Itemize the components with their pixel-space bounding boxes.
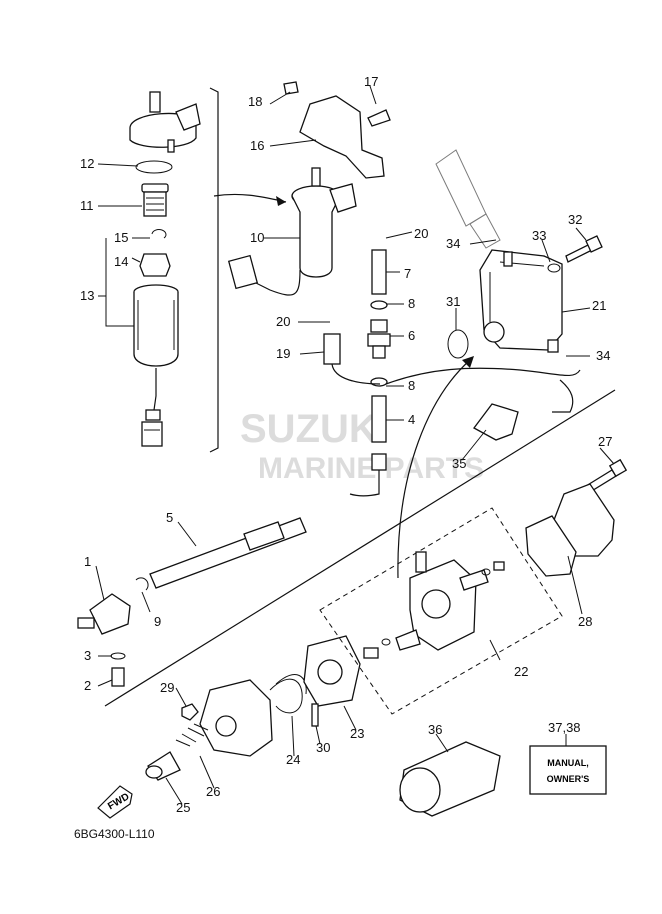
callout-15: 15 xyxy=(114,230,128,245)
callout-12: 12 xyxy=(80,156,94,171)
callout-8b: 8 xyxy=(408,378,415,393)
diagram-code: 6BG4300-L110 xyxy=(74,827,155,841)
callout-5: 5 xyxy=(166,510,173,525)
o-ring-31 xyxy=(447,329,469,359)
callout-17: 17 xyxy=(364,74,378,89)
cover-27-28 xyxy=(525,458,628,577)
manual-card: MANUAL, OWNER'S xyxy=(529,745,607,795)
fwd-arrow: FWD xyxy=(97,785,133,819)
callout-4: 4 xyxy=(408,412,415,427)
fuel-filter-assembly xyxy=(129,91,201,447)
callout-31: 31 xyxy=(446,294,460,309)
callout-16: 16 xyxy=(250,138,264,153)
watermark: SUZUKI MARINE PARTS xyxy=(240,407,484,485)
callout-7: 7 xyxy=(404,266,411,281)
watermark-brand: SUZUKI xyxy=(240,407,389,451)
callout-28: 28 xyxy=(578,614,592,629)
callout-8a: 8 xyxy=(408,296,415,311)
callout-20b: 20 xyxy=(276,314,290,329)
callout-14: 14 xyxy=(114,254,128,269)
callout-24: 24 xyxy=(286,752,300,767)
oil-injection-group xyxy=(77,517,361,781)
frame-lines xyxy=(104,87,616,707)
callout-3: 3 xyxy=(84,648,91,663)
clamp-35 xyxy=(473,403,519,441)
callout-13: 13 xyxy=(80,288,94,303)
bolt-32 xyxy=(547,235,603,273)
callout-32: 32 xyxy=(568,212,582,227)
watermark-subtitle: MARINE PARTS xyxy=(258,452,484,485)
callout-2: 2 xyxy=(84,678,91,693)
callout-18: 18 xyxy=(248,94,262,109)
manual-card-line2: OWNER'S xyxy=(547,774,590,784)
callout-labels: 18 17 16 12 11 15 14 13 10 20 7 8 6 20 1… xyxy=(80,74,612,815)
callout-1: 1 xyxy=(84,554,91,569)
callout-23: 23 xyxy=(350,726,364,741)
callout-20a: 20 xyxy=(414,226,428,241)
callout-9: 9 xyxy=(154,614,161,629)
callout-27: 27 xyxy=(598,434,612,449)
fuel-filter-10 xyxy=(227,167,357,296)
callout-34b: 34 xyxy=(596,348,610,363)
callout-22: 22 xyxy=(514,664,528,679)
callout-35: 35 xyxy=(452,456,466,471)
callout-19: 19 xyxy=(276,346,290,361)
callout-33: 33 xyxy=(532,228,546,243)
callout-11: 11 xyxy=(80,198,94,213)
callout-21: 21 xyxy=(592,298,606,313)
callout-37-38: 37,38 xyxy=(548,720,581,735)
callout-34a: 34 xyxy=(446,236,460,251)
leader-lines xyxy=(95,85,615,805)
bracket-16 xyxy=(283,81,391,179)
pump-plunger-ghost xyxy=(435,149,501,249)
callout-29: 29 xyxy=(160,680,174,695)
callout-25: 25 xyxy=(176,800,190,815)
manual-card-line1: MANUAL, xyxy=(547,758,589,768)
callout-10: 10 xyxy=(250,230,264,245)
fuel-pump-21 xyxy=(479,249,563,353)
callout-30: 30 xyxy=(316,740,330,755)
callout-6: 6 xyxy=(408,328,415,343)
callout-26: 26 xyxy=(206,784,220,799)
pump-housing-22 xyxy=(319,507,563,715)
callout-36: 36 xyxy=(428,722,442,737)
cushion-36 xyxy=(399,741,501,817)
